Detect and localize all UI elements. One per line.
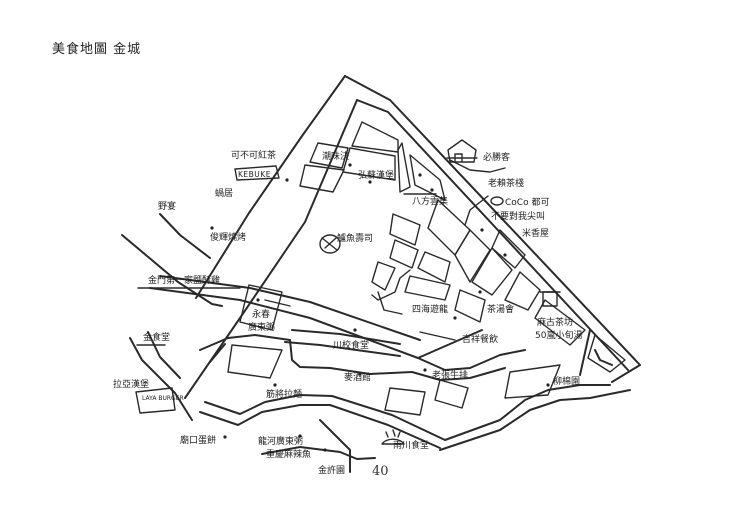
place-yexiang: 野宴 xyxy=(158,200,176,212)
place-guangdong: 廣東粥 xyxy=(248,321,275,333)
place-liuyuan: 柳棉園 xyxy=(553,375,580,387)
place-yuwuju: 鱸魚壽司 xyxy=(337,232,373,244)
place-laobei: 老賴茶棧 xyxy=(488,177,524,189)
place-coco: CoCo 都可 xyxy=(505,197,549,208)
kebuke-sign: KEBUKE xyxy=(234,165,280,181)
place-jinmen: 金門第一家鹽酥雞 xyxy=(148,274,220,286)
place-jinxu: 金許園 xyxy=(318,464,345,476)
place-jixiang: 吉祥餐飲 xyxy=(462,333,498,345)
place-buyao: 不要對我尖叫 xyxy=(491,210,545,222)
place-lujiang: 筋將拉麵 xyxy=(266,388,302,400)
place-longhe: 龍河廣東粥 xyxy=(258,435,303,447)
place-mojiu: 麥酒館 xyxy=(344,371,371,383)
map-title: 美食地圖 金城 xyxy=(52,42,142,57)
place-sihai: 四海遊龍 xyxy=(412,303,448,315)
place-lawei: 拉亞漢堡 xyxy=(113,378,149,390)
place-yuchuan: 雨川食堂 xyxy=(393,439,429,451)
place-chuanxiao: 川校食堂 xyxy=(333,339,369,351)
place-yongchun: 永春 xyxy=(252,308,270,320)
laya-burger-logo: LAYA BURGER xyxy=(135,387,184,414)
place-magu: 麻古茶坊 xyxy=(537,316,573,328)
place-chatang: 茶湯會 xyxy=(487,303,514,315)
place-junhui: 俊輝燒烤 xyxy=(210,231,246,243)
location-dots xyxy=(210,163,550,452)
leader-lines xyxy=(136,157,489,346)
place-bafang: 八方雲集 xyxy=(412,195,448,207)
roads xyxy=(121,75,641,473)
rain-icon xyxy=(381,429,405,445)
place-jinshi: 金食堂 xyxy=(143,331,170,343)
place-hongyan: 弘蘇漢堡 xyxy=(358,169,394,181)
shop-icon xyxy=(539,291,561,307)
page-number: 40 xyxy=(372,464,389,479)
place-kekou: 可不可紅茶 xyxy=(231,149,276,161)
place-bisheng: 必勝客 xyxy=(483,151,510,163)
coco-icon xyxy=(490,196,504,206)
place-miaokou: 廟口蛋餅 xyxy=(180,434,216,446)
place-laozhang: 老張牛排 xyxy=(432,369,468,381)
sushi-icon xyxy=(319,234,341,254)
kebuke-sign-label: KEBUKE xyxy=(238,170,271,179)
place-wushi: 50嵐小旬湯 xyxy=(535,329,582,341)
place-chongqing: 重慶麻辣魚 xyxy=(266,448,311,460)
place-chaowei: 潮味決 xyxy=(322,150,349,162)
place-labels: 可不可紅茶 潮味決 弘蘇漢堡 必勝客 老賴茶棧 CoCo 都可 不要對我尖叫 八… xyxy=(113,149,582,476)
place-mixiang: 米香屋 xyxy=(522,227,549,239)
place-wuju: 蝸居 xyxy=(215,188,233,199)
blocks xyxy=(227,121,626,416)
laya-sign-label: LAYA BURGER xyxy=(142,395,184,402)
